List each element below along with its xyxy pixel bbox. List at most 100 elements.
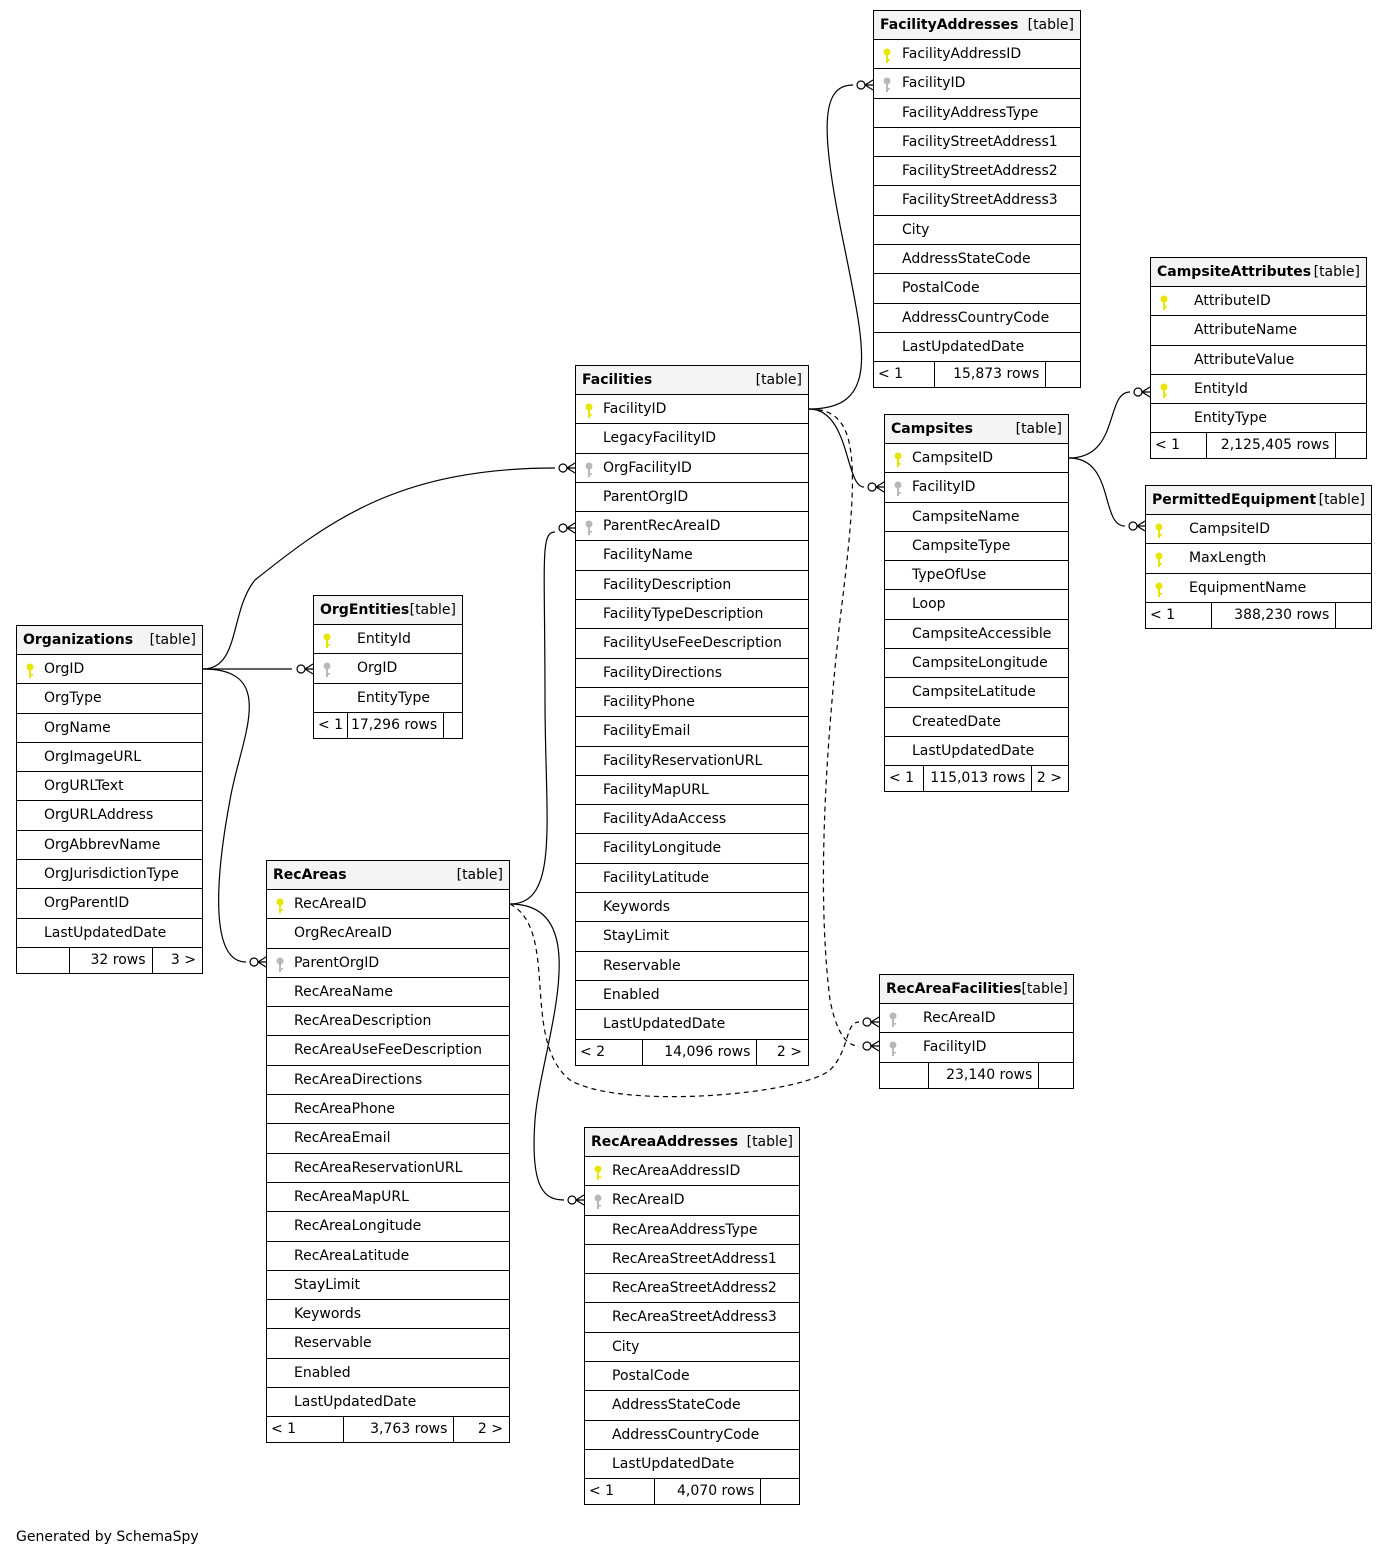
- column-row[interactable]: City: [874, 216, 1080, 246]
- children-count[interactable]: [1336, 433, 1366, 458]
- table-facilityaddresses[interactable]: FacilityAddresses[table]FacilityAddressI…: [873, 10, 1081, 389]
- children-count[interactable]: [444, 713, 462, 738]
- parents-count[interactable]: < 1: [1151, 433, 1208, 459]
- column-row[interactable]: CampsiteID: [1146, 515, 1371, 545]
- column-row[interactable]: OrgURLAddress: [17, 801, 202, 831]
- column-row[interactable]: LastUpdatedDate: [576, 1010, 808, 1040]
- column-row[interactable]: FacilityLatitude: [576, 864, 808, 894]
- column-row[interactable]: RecAreaUseFeeDescription: [267, 1036, 509, 1066]
- column-row[interactable]: RecAreaDescription: [267, 1007, 509, 1037]
- column-row[interactable]: RecAreaName: [267, 978, 509, 1008]
- column-row[interactable]: RecAreaMapURL: [267, 1183, 509, 1213]
- column-row[interactable]: EquipmentName: [1146, 574, 1371, 603]
- column-row[interactable]: MaxLength: [1146, 544, 1371, 574]
- column-row[interactable]: OrgParentID: [17, 889, 202, 919]
- column-row[interactable]: AddressCountryCode: [874, 304, 1080, 333]
- children-count[interactable]: 2 >: [776, 1043, 802, 1060]
- column-row[interactable]: FacilityReservationURL: [576, 747, 808, 776]
- children-count[interactable]: 3 >: [170, 951, 196, 968]
- column-row[interactable]: RecAreaStreetAddress3: [585, 1303, 799, 1333]
- column-row[interactable]: FacilityStreetAddress1: [874, 128, 1080, 158]
- parents-count[interactable]: < 1: [874, 362, 936, 388]
- column-row[interactable]: AddressStateCode: [874, 245, 1080, 275]
- children-count[interactable]: [1336, 603, 1371, 628]
- children-count[interactable]: 2 >: [1036, 770, 1062, 787]
- column-row[interactable]: RecAreaLongitude: [267, 1212, 509, 1242]
- column-row[interactable]: CampsiteLongitude: [885, 649, 1068, 679]
- parents-count[interactable]: [880, 1062, 930, 1088]
- parents-count[interactable]: < 1: [1146, 602, 1213, 628]
- column-row[interactable]: EntityId: [314, 625, 462, 655]
- column-row[interactable]: AttributeName: [1151, 316, 1366, 346]
- column-row[interactable]: LastUpdatedDate: [874, 333, 1080, 363]
- column-row[interactable]: EntityType: [314, 684, 462, 713]
- column-row[interactable]: Enabled: [267, 1359, 509, 1389]
- children-count[interactable]: [761, 1479, 799, 1504]
- column-row[interactable]: FacilityDirections: [576, 659, 808, 688]
- column-row[interactable]: FacilityStreetAddress3: [874, 186, 1080, 216]
- column-row[interactable]: CampsiteLatitude: [885, 678, 1068, 708]
- column-row[interactable]: FacilityName: [576, 541, 808, 571]
- column-row[interactable]: CreatedDate: [885, 708, 1068, 737]
- column-row[interactable]: OrgURLText: [17, 772, 202, 802]
- column-row[interactable]: RecAreaEmail: [267, 1124, 509, 1154]
- column-row[interactable]: Keywords: [576, 893, 808, 923]
- column-row[interactable]: LastUpdatedDate: [267, 1388, 509, 1418]
- column-row[interactable]: RecAreaAddressID: [585, 1157, 799, 1187]
- column-row[interactable]: PostalCode: [585, 1362, 799, 1392]
- column-row[interactable]: RecAreaReservationURL: [267, 1154, 509, 1183]
- column-row[interactable]: OrgFacilityID: [576, 454, 808, 483]
- column-row[interactable]: RecAreaID: [585, 1186, 799, 1216]
- parents-count[interactable]: < 1: [267, 1417, 345, 1443]
- column-row[interactable]: Enabled: [576, 981, 808, 1011]
- children-count[interactable]: 2 >: [477, 1421, 503, 1438]
- column-row[interactable]: FacilityID: [885, 473, 1068, 503]
- column-row[interactable]: CampsiteType: [885, 532, 1068, 562]
- column-row[interactable]: CampsiteName: [885, 503, 1068, 532]
- parents-count[interactable]: < 2: [576, 1039, 644, 1065]
- column-row[interactable]: OrgImageURL: [17, 743, 202, 773]
- column-row[interactable]: FacilityTypeDescription: [576, 600, 808, 630]
- column-row[interactable]: RecAreaID: [267, 890, 509, 920]
- parents-count[interactable]: < 1: [314, 712, 348, 738]
- column-row[interactable]: City: [585, 1333, 799, 1363]
- column-row[interactable]: OrgRecAreaID: [267, 919, 509, 949]
- column-row[interactable]: FacilityAddressID: [874, 40, 1080, 70]
- column-row[interactable]: OrgName: [17, 714, 202, 743]
- column-row[interactable]: TypeOfUse: [885, 561, 1068, 591]
- column-row[interactable]: OrgID: [314, 654, 462, 684]
- column-row[interactable]: OrgAbbrevName: [17, 831, 202, 861]
- column-row[interactable]: OrgJurisdictionType: [17, 860, 202, 890]
- column-row[interactable]: RecAreaID: [880, 1004, 1073, 1034]
- column-row[interactable]: Loop: [885, 590, 1068, 620]
- column-row[interactable]: Reservable: [267, 1329, 509, 1359]
- column-row[interactable]: StayLimit: [576, 922, 808, 952]
- column-row[interactable]: Keywords: [267, 1300, 509, 1330]
- column-row[interactable]: Reservable: [576, 952, 808, 981]
- column-row[interactable]: RecAreaAddressType: [585, 1216, 799, 1245]
- column-row[interactable]: LastUpdatedDate: [885, 737, 1068, 767]
- column-row[interactable]: RecAreaLatitude: [267, 1242, 509, 1271]
- column-row[interactable]: RecAreaPhone: [267, 1095, 509, 1125]
- column-row[interactable]: LastUpdatedDate: [17, 919, 202, 948]
- column-row[interactable]: CampsiteID: [885, 444, 1068, 474]
- column-row[interactable]: ParentRecAreaID: [576, 512, 808, 542]
- column-row[interactable]: ParentOrgID: [267, 949, 509, 978]
- column-row[interactable]: FacilityEmail: [576, 717, 808, 747]
- parents-count[interactable]: < 1: [885, 766, 924, 792]
- column-row[interactable]: RecAreaDirections: [267, 1066, 509, 1096]
- column-row[interactable]: FacilityID: [874, 69, 1080, 99]
- column-row[interactable]: FacilityMapURL: [576, 776, 808, 806]
- column-row[interactable]: EntityId: [1151, 375, 1366, 405]
- column-row[interactable]: FacilityDescription: [576, 571, 808, 601]
- column-row[interactable]: FacilityPhone: [576, 688, 808, 718]
- column-row[interactable]: OrgType: [17, 684, 202, 714]
- column-row[interactable]: StayLimit: [267, 1271, 509, 1301]
- column-row[interactable]: CampsiteAccessible: [885, 620, 1068, 650]
